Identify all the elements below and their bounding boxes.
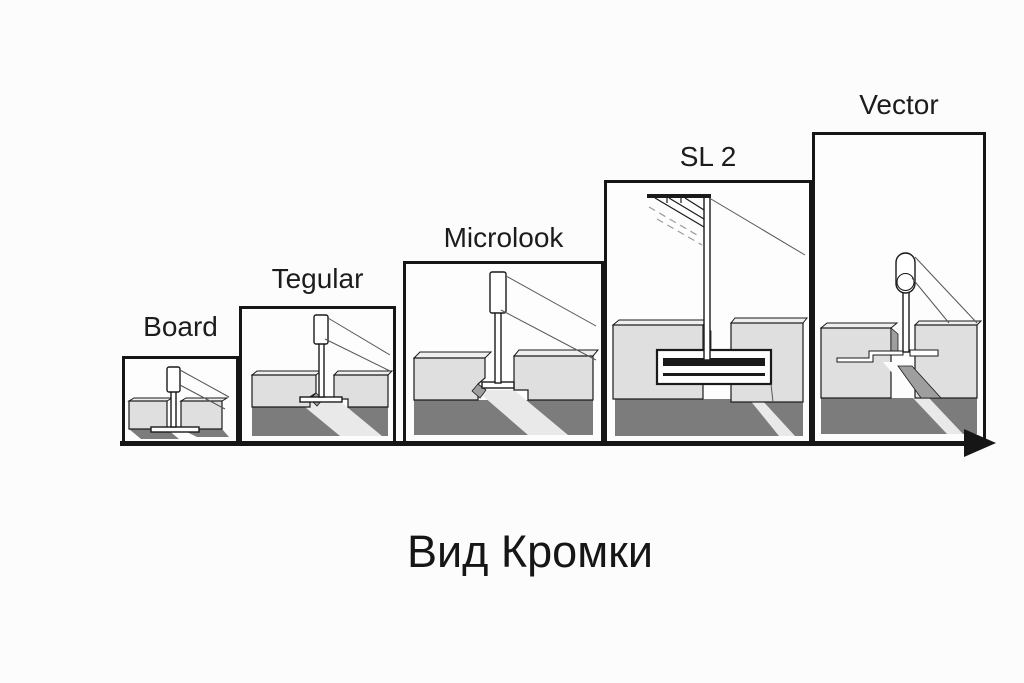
edge-label-microlook: Microlook [443, 222, 564, 253]
microlook-edge-diagram [412, 271, 600, 435]
edge-label-vector: Vector [859, 89, 939, 120]
edge-label-sl2: SL 2 [679, 141, 737, 172]
board-edge-diagram [127, 366, 230, 439]
edge-box-microlook [403, 261, 604, 446]
edge-box-vector [812, 132, 986, 446]
vector-edge-diagram [819, 252, 983, 434]
tegular-edge-diagram [250, 314, 393, 436]
size-axis-line [120, 441, 972, 446]
edge-label-board: Board [143, 311, 218, 342]
sl2-edge-diagram [611, 194, 809, 436]
arrow-right-icon [964, 429, 996, 457]
edge-box-board [122, 356, 239, 446]
edge-label-tegular: Tegular [271, 263, 364, 294]
figure-caption: Вид Кромки [407, 526, 653, 577]
edge-box-tegular [239, 306, 396, 446]
edge-box-sl2 [604, 180, 812, 446]
